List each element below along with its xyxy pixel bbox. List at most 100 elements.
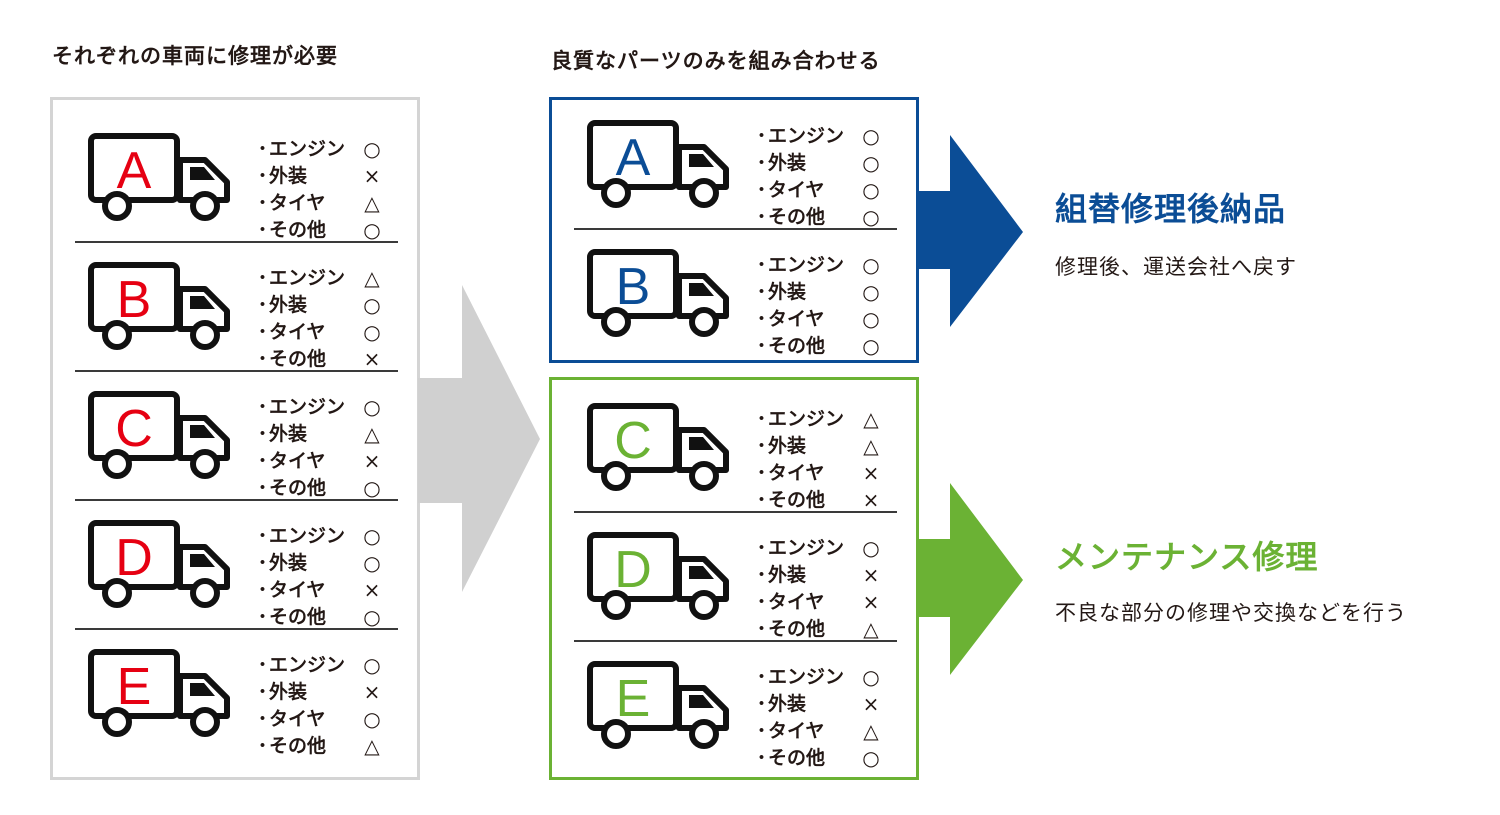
part-label: エンジン — [269, 267, 346, 289]
part-label: 外装 — [768, 281, 807, 303]
part-label: 外装 — [269, 423, 308, 445]
part-status: ○ — [862, 665, 880, 689]
part-status: × — [862, 692, 880, 716]
part-label: タイヤ — [269, 579, 326, 601]
vehicle-row-b: B ・エンジン○・外装○・タイヤ○・その他○ — [574, 230, 897, 359]
part-label: エンジン — [269, 396, 346, 418]
part-item: ・エンジン○ — [253, 523, 393, 550]
part-label: タイヤ — [768, 591, 825, 613]
part-status: ○ — [862, 151, 880, 175]
part-item: ・外装△ — [752, 433, 892, 460]
reassembly-result-title: 組替修理後納品 — [1055, 190, 1287, 228]
part-item: ・外装× — [253, 679, 393, 706]
part-item: ・タイヤ△ — [253, 190, 393, 217]
part-label: タイヤ — [768, 179, 825, 201]
part-label: タイヤ — [269, 321, 326, 343]
bullet-icon: ・ — [253, 348, 273, 370]
bullet-icon: ・ — [253, 267, 273, 289]
bullet-icon: ・ — [752, 618, 772, 640]
bullet-icon: ・ — [752, 408, 772, 430]
part-status: × — [363, 449, 381, 473]
part-status: × — [862, 461, 880, 485]
part-label: エンジン — [768, 125, 845, 147]
vehicle-letter: E — [616, 670, 651, 728]
truck-icon: C — [88, 391, 230, 479]
parts-list: ・エンジン○・外装×・タイヤ×・その他△ — [752, 535, 892, 643]
truck-icon: A — [88, 133, 230, 221]
bullet-icon: ・ — [752, 152, 772, 174]
part-label: エンジン — [768, 666, 845, 688]
part-item: ・外装× — [752, 562, 892, 589]
vehicle-letter: A — [117, 142, 152, 200]
bullet-icon: ・ — [253, 525, 273, 547]
bullet-icon: ・ — [752, 591, 772, 613]
part-status: ○ — [862, 746, 880, 770]
part-status: ○ — [363, 320, 381, 344]
bullet-icon: ・ — [253, 450, 273, 472]
bullet-icon: ・ — [752, 564, 772, 586]
part-status: △ — [863, 617, 879, 641]
vehicle-letter: B — [616, 258, 651, 316]
part-status: △ — [364, 422, 380, 446]
bullet-icon: ・ — [253, 294, 273, 316]
bullet-icon: ・ — [253, 219, 273, 241]
part-item: ・エンジン○ — [253, 394, 393, 421]
part-item: ・タイヤ○ — [752, 306, 892, 333]
part-status: ○ — [862, 124, 880, 148]
bullet-icon: ・ — [253, 552, 273, 574]
bullet-icon: ・ — [752, 179, 772, 201]
part-status: ○ — [363, 551, 381, 575]
part-label: 外装 — [269, 681, 308, 703]
bullet-icon: ・ — [253, 735, 273, 757]
part-item: ・外装○ — [253, 292, 393, 319]
part-label: タイヤ — [768, 462, 825, 484]
vehicle-row-e: E ・エンジン○・外装×・タイヤ△・その他○ — [574, 642, 897, 771]
bullet-icon: ・ — [253, 321, 273, 343]
part-label: その他 — [768, 618, 826, 640]
part-status: ○ — [862, 307, 880, 331]
vehicle-row-a: A ・エンジン○・外装×・タイヤ△・その他○ — [75, 114, 398, 243]
bullet-icon: ・ — [253, 192, 273, 214]
part-label: エンジン — [269, 654, 346, 676]
truck-icon: D — [88, 520, 230, 608]
part-item: ・外装 ○ — [752, 150, 892, 177]
part-item: ・エンジン○ — [752, 252, 892, 279]
part-label: 外装 — [269, 552, 308, 574]
vehicle-letter: C — [115, 400, 153, 458]
part-status: × — [363, 347, 381, 371]
part-status: ○ — [862, 253, 880, 277]
parts-list: ・エンジン○・外装×・タイヤ○・その他△ — [253, 652, 393, 760]
part-item: ・その他○ — [752, 745, 892, 772]
vehicle-letter: D — [614, 541, 652, 599]
vehicle-row-b: B ・エンジン△・外装○・タイヤ○・その他× — [75, 243, 398, 372]
part-status: △ — [863, 719, 879, 743]
part-status: ○ — [363, 293, 381, 317]
part-label: 外装 — [768, 152, 807, 174]
part-label: タイヤ — [269, 450, 326, 472]
vehicle-letter: B — [117, 271, 152, 329]
bullet-icon: ・ — [752, 335, 772, 357]
part-status: × — [862, 563, 880, 587]
parts-list: ・エンジン○・外装○・タイヤ○・その他○ — [752, 252, 892, 360]
bullet-icon: ・ — [752, 489, 772, 511]
part-status: ○ — [862, 536, 880, 560]
part-item: ・エンジン○ — [752, 535, 892, 562]
part-item: ・その他× — [253, 346, 393, 373]
bullet-icon: ・ — [752, 666, 772, 688]
part-item: ・外装 × — [752, 691, 892, 718]
bullet-icon: ・ — [752, 693, 772, 715]
part-status: ○ — [862, 205, 880, 229]
parts-list: ・エンジン○・外装△・タイヤ×・その他○ — [253, 394, 393, 502]
maintenance-panel: C ・エンジン△・外装△・タイヤ×・その他× D ・エンジン○・外装×・タイヤ×… — [549, 377, 919, 780]
vehicle-row-d: D ・エンジン○・外装×・タイヤ×・その他△ — [574, 513, 897, 642]
part-status: △ — [364, 266, 380, 290]
part-item: ・タイヤ × — [253, 448, 393, 475]
maintenance-result-title: メンテナンス修理 — [1055, 538, 1319, 576]
part-status: ○ — [363, 476, 381, 500]
parts-list: ・エンジン○・外装○・タイヤ×・その他○ — [253, 523, 393, 631]
part-label: 外装 — [768, 693, 807, 715]
vehicle-row-c: C ・エンジン△・外装△・タイヤ×・その他× — [574, 384, 897, 513]
vehicle-letter: D — [115, 529, 153, 587]
green-arrow-icon — [917, 483, 1023, 675]
bullet-icon: ・ — [253, 681, 273, 703]
